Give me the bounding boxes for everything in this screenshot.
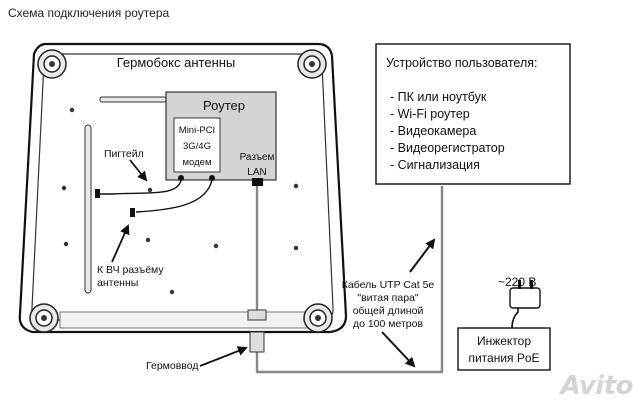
corner-boss-bottom-left: [29, 303, 59, 333]
pigtail-cable-1: [98, 179, 182, 195]
lan-label-line-1: Разъем: [240, 152, 275, 163]
cable-arrow-up: [409, 238, 436, 273]
rf-connector-label-line-1: К ВЧ разъёму: [97, 264, 164, 276]
cable-label-line-1: Кабель UTP Cat 5e: [342, 279, 435, 291]
avito-watermark: Avito: [560, 371, 634, 401]
cable-label-line-4: до 100 метров: [353, 318, 424, 330]
modem-label-line-2: 3G/4G: [183, 141, 211, 152]
pigtail-arrow: [129, 159, 148, 182]
rf-connector-2: [130, 208, 135, 217]
antenna-bar-horizontal: [99, 96, 167, 103]
user-device-box: Устройство пользователя: - ПК или ноутбу…: [375, 43, 571, 185]
modem-card: [173, 117, 221, 173]
pigtail-cable-2: [135, 179, 213, 213]
modem-label-line-1: Mini-PCI: [179, 125, 215, 136]
user-device-title: Устройство пользователя:: [386, 56, 538, 70]
rf-connector-arrow: [111, 224, 130, 263]
lan-port: [252, 178, 263, 186]
injector-label-line-1: Инжектор: [477, 334, 531, 348]
power-plug-icon: [509, 280, 541, 329]
pigtail-label: Пигтейл: [104, 148, 144, 160]
router-label: Роутер: [203, 98, 245, 113]
injector-label-line-2: питания PoE: [468, 351, 539, 365]
page-title: Схема подключения роутера: [8, 6, 170, 20]
cable-label-line-3: общей длиной: [353, 305, 424, 317]
power-label: ~220 В: [498, 275, 536, 289]
user-device-item: - Wi-Fi роутер: [390, 107, 470, 121]
rf-connector-1: [95, 189, 100, 198]
corner-boss-bottom-right: [303, 303, 333, 333]
user-device-item: - ПК или ноутбук: [390, 90, 487, 104]
gland-label: Гермоввод: [146, 360, 199, 372]
cable-gland: [249, 331, 265, 353]
cable-arrow-down: [381, 331, 416, 368]
modem-antenna-connector-2: [209, 175, 215, 181]
poe-injector: Инжектор питания PoE: [457, 327, 551, 371]
cable-label-line-2: "витая пара": [357, 292, 419, 304]
modem-label-line-3: модем: [183, 157, 212, 168]
cable-gland-inner: [247, 309, 267, 321]
corner-boss-top-left: [37, 49, 67, 79]
lan-cable-outer: [255, 186, 444, 374]
enclosure-label: Гермобокс антенны: [117, 55, 236, 70]
rf-connector-label-line-2: антенны: [97, 277, 138, 289]
router: Роутер Mini-PCI 3G/4G модем Разъем LAN: [165, 91, 277, 186]
antenna-bar-vertical: [84, 124, 92, 294]
corner-boss-top-right: [297, 49, 327, 79]
user-device-item: - Видеорегистратор: [390, 141, 505, 155]
modem-antenna-connector-1: [178, 175, 184, 181]
user-device-item: - Сигнализация: [390, 158, 480, 172]
lan-label-line-2: LAN: [247, 167, 266, 178]
gland-arrow: [199, 346, 248, 367]
user-device-item: - Видеокамера: [390, 124, 476, 138]
antenna-enclosure: [18, 42, 348, 334]
